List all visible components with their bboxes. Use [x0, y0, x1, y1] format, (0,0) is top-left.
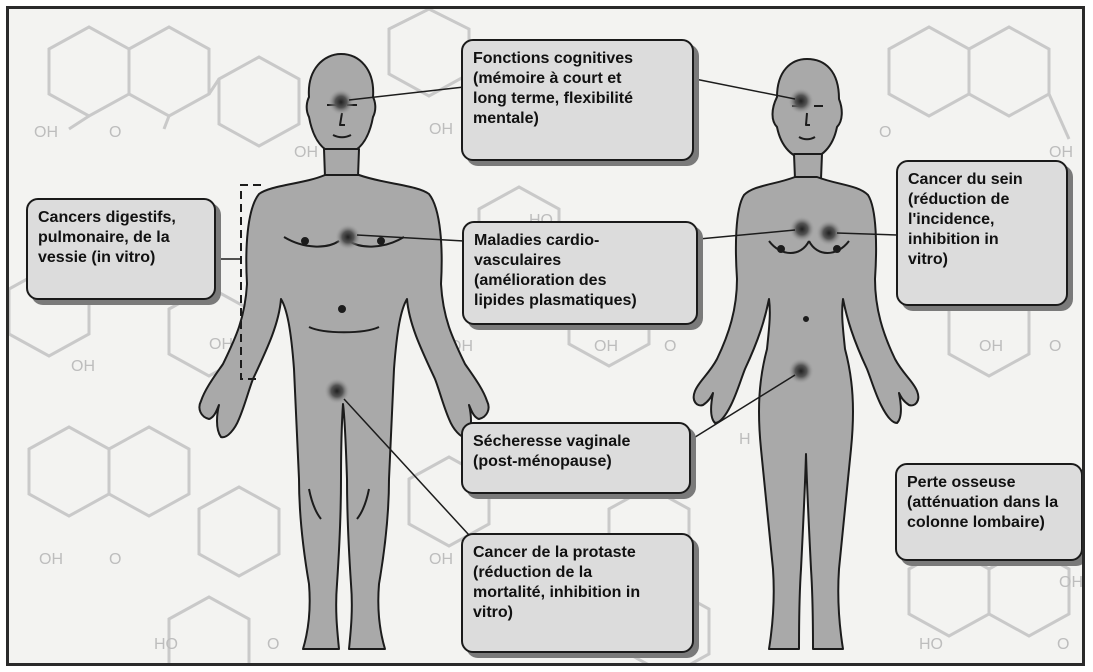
hotspot-male-heart	[335, 224, 361, 250]
callout-bone-loss: Perte osseuse (atténuation dans la colon…	[895, 463, 1083, 561]
diagram-frame: OH O OH OH O OH HO OH OH OH OH O OH O H …	[6, 6, 1085, 666]
hotspot-male-head	[328, 89, 354, 115]
male-figure	[199, 54, 488, 649]
callout-cognitive-functions: Fonctions cognitives (mémoire à court et…	[461, 39, 694, 161]
callout-digestive-cancers: Cancers digestifs, pulmonaire, de la ves…	[26, 198, 216, 300]
hotspot-female-head	[788, 88, 814, 114]
callout-cardiovascular: Maladies cardio- vasculaires (améliorati…	[462, 221, 698, 325]
hotspot-female-pelvis	[788, 358, 814, 384]
hotspot-female-heart	[789, 216, 815, 242]
hotspot-male-prostate	[324, 378, 350, 404]
callout-prostate-cancer: Cancer de la protaste (réduction de la m…	[461, 533, 694, 653]
callout-breast-cancer: Cancer du sein (réduction de l'incidence…	[896, 160, 1068, 306]
callout-vaginal-dryness: Sécheresse vaginale (post-ménopause)	[461, 422, 691, 494]
female-figure	[694, 59, 919, 649]
